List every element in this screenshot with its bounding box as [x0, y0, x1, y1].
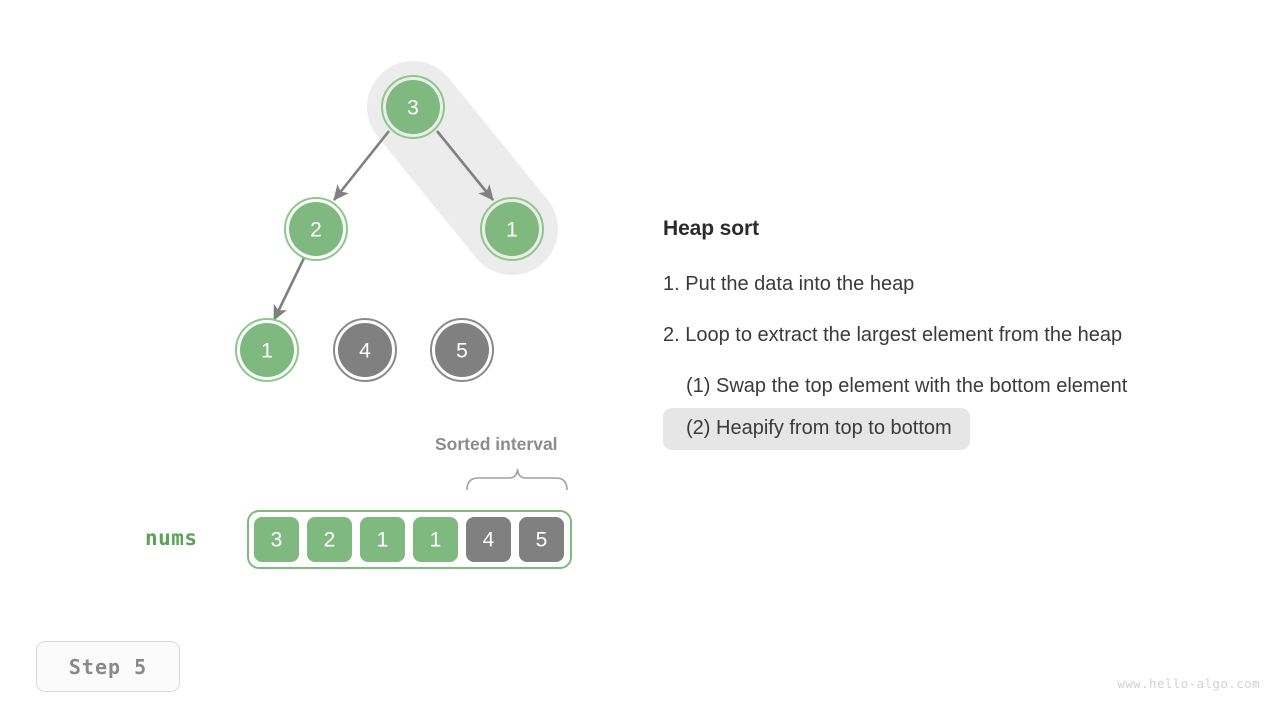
tree-node-n2-value: 2: [310, 219, 322, 242]
array-cell-0[interactable]: 3: [254, 517, 299, 562]
step-badge: Step 5: [36, 641, 180, 692]
array-cell-3-value: 1: [430, 529, 442, 552]
array-cell-5[interactable]: 5: [519, 517, 564, 562]
tree-node-n4[interactable]: 1: [235, 318, 299, 382]
tree-edges: [272, 130, 495, 321]
array-cell-1[interactable]: 2: [307, 517, 352, 562]
tree-node-n6-value: 5: [456, 340, 468, 363]
array-cell-2-value: 1: [377, 529, 389, 552]
array-cell-0-value: 3: [271, 529, 283, 552]
array-cell-1-value: 2: [324, 529, 336, 552]
edge-root-right: [435, 130, 495, 201]
sorted-interval-brace: [466, 468, 568, 491]
page-title: Heap sort: [663, 217, 759, 240]
array-label: nums: [145, 526, 198, 550]
tree-node-n4-value: 1: [261, 340, 273, 363]
tree-node-root-value: 3: [407, 97, 419, 120]
tree-node-n3[interactable]: 1: [480, 197, 544, 261]
edge-n2-left: [272, 257, 306, 321]
array-cell-2[interactable]: 1: [360, 517, 405, 562]
watermark: www.hello-algo.com: [1117, 676, 1260, 691]
tree-node-n5[interactable]: 4: [333, 318, 397, 382]
tree-node-root[interactable]: 3: [381, 75, 445, 139]
array-cell-4-value: 4: [483, 529, 495, 552]
sorted-interval-label: Sorted interval: [435, 434, 558, 454]
array-cell-5-value: 5: [536, 529, 548, 552]
explanation-panel: Heap sort 1. Put the data into the heap …: [663, 217, 1253, 450]
substep-item-2-active: (2) Heapify from top to bottom: [663, 408, 970, 450]
edge-root-left: [332, 130, 391, 201]
tree-node-n6[interactable]: 5: [430, 318, 494, 382]
array-cell-3[interactable]: 1: [413, 517, 458, 562]
tree-node-n2[interactable]: 2: [284, 197, 348, 261]
step-item-1: 1. Put the data into the heap: [663, 273, 915, 295]
tree-node-n5-value: 4: [359, 340, 371, 363]
step-item-2: 2. Loop to extract the largest element f…: [663, 324, 1123, 346]
array-container: 3 2 1 1 4 5: [247, 510, 572, 569]
tree-node-n3-value: 1: [506, 219, 518, 242]
substep-item-1: (1) Swap the top element with the bottom…: [686, 375, 1128, 397]
array-cell-4[interactable]: 4: [466, 517, 511, 562]
